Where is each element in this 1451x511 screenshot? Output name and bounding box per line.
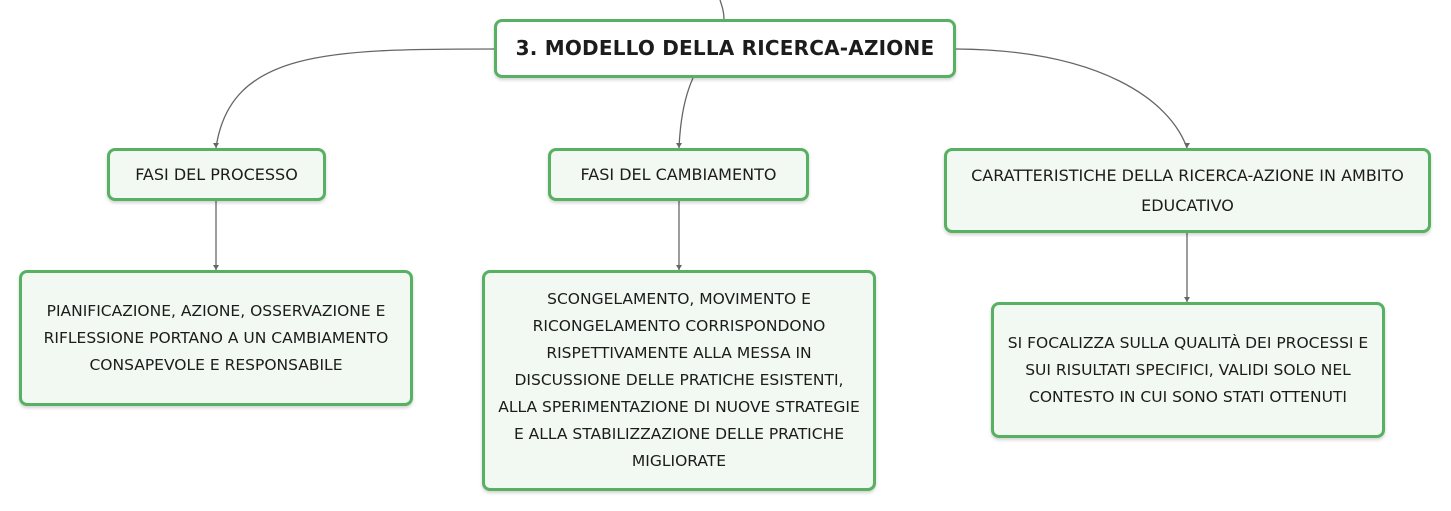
arrowhead-detail-cambiamento	[676, 265, 682, 270]
connector-root-to-caratteristiche	[955, 48, 1188, 149]
root-topic-node[interactable]: 3. MODELLO DELLA RICERCA-AZIONE	[494, 19, 956, 78]
subtopic-fasi-del-processo-detail[interactable]: PIANIFICAZIONE, AZIONE, OSSERVAZIONE E R…	[19, 270, 413, 406]
subtopic-text: SI FOCALIZZA SULLA QUALITÀ DEI PROCESSI …	[1007, 333, 1369, 406]
topic-caratteristiche[interactable]: CARATTERISTICHE DELLA RICERCA-AZIONE IN …	[944, 148, 1431, 233]
topic-fasi-del-processo[interactable]: FASI DEL PROCESSO	[107, 148, 326, 201]
connector-root-to-fasi-cambiamento	[678, 77, 694, 149]
subtopic-fasi-del-cambiamento-detail[interactable]: SCONGELAMENTO, MOVIMENTO E RICONGELAMENT…	[482, 270, 876, 491]
arrowhead-fasi-cambiamento	[676, 143, 682, 148]
connector-root-to-fasi-processo	[215, 48, 495, 149]
subtopic-text: PIANIFICAZIONE, AZIONE, OSSERVAZIONE E R…	[43, 301, 389, 374]
arrowhead-caratteristiche	[1184, 143, 1190, 148]
topic-label: FASI DEL CAMBIAMENTO	[580, 164, 777, 184]
topic-label: CARATTERISTICHE DELLA RICERCA-AZIONE IN …	[971, 165, 1404, 215]
arrowhead-detail-caratteristiche	[1184, 297, 1190, 302]
arrowhead-detail-processo	[213, 265, 219, 270]
subtopic-text: SCONGELAMENTO, MOVIMENTO E RICONGELAMENT…	[498, 290, 860, 470]
connector-root-to-parent	[719, 0, 725, 20]
topic-label: FASI DEL PROCESSO	[135, 164, 298, 184]
root-topic-label: 3. MODELLO DELLA RICERCA-AZIONE	[515, 36, 935, 60]
subtopic-caratteristiche-detail[interactable]: SI FOCALIZZA SULLA QUALITÀ DEI PROCESSI …	[991, 302, 1385, 438]
arrowhead-fasi-processo	[213, 143, 219, 148]
topic-fasi-del-cambiamento[interactable]: FASI DEL CAMBIAMENTO	[548, 148, 809, 201]
